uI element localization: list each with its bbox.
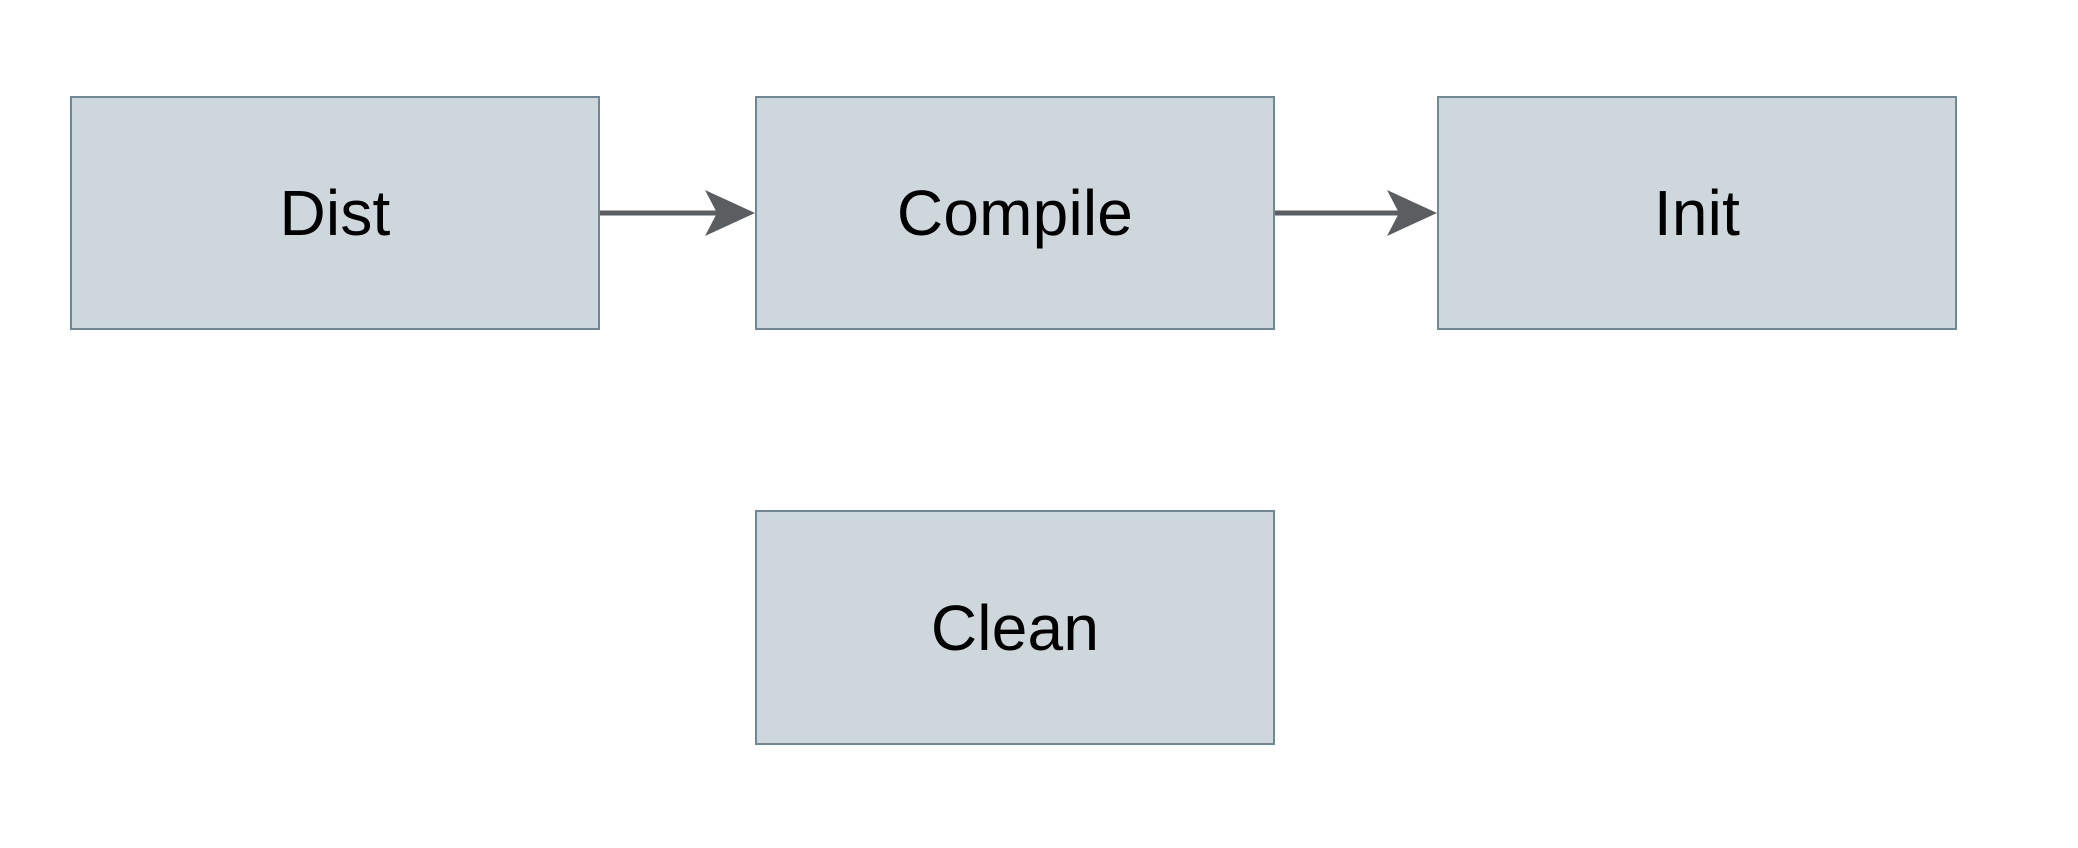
node-label-init: Init	[1653, 177, 1741, 249]
arrowhead-icon	[705, 190, 755, 236]
node-label-dist: Dist	[279, 177, 391, 249]
arrowhead-icon	[1387, 190, 1437, 236]
node-compile[interactable]: Compile	[755, 96, 1275, 330]
edge-compile-to-init[interactable]	[1275, 190, 1437, 236]
node-clean[interactable]: Clean	[755, 510, 1275, 745]
node-init[interactable]: Init	[1437, 96, 1957, 330]
node-dist[interactable]: Dist	[70, 96, 600, 330]
node-label-clean: Clean	[930, 591, 1100, 664]
edge-dist-to-compile[interactable]	[600, 190, 755, 236]
node-label-compile: Compile	[896, 177, 1134, 249]
